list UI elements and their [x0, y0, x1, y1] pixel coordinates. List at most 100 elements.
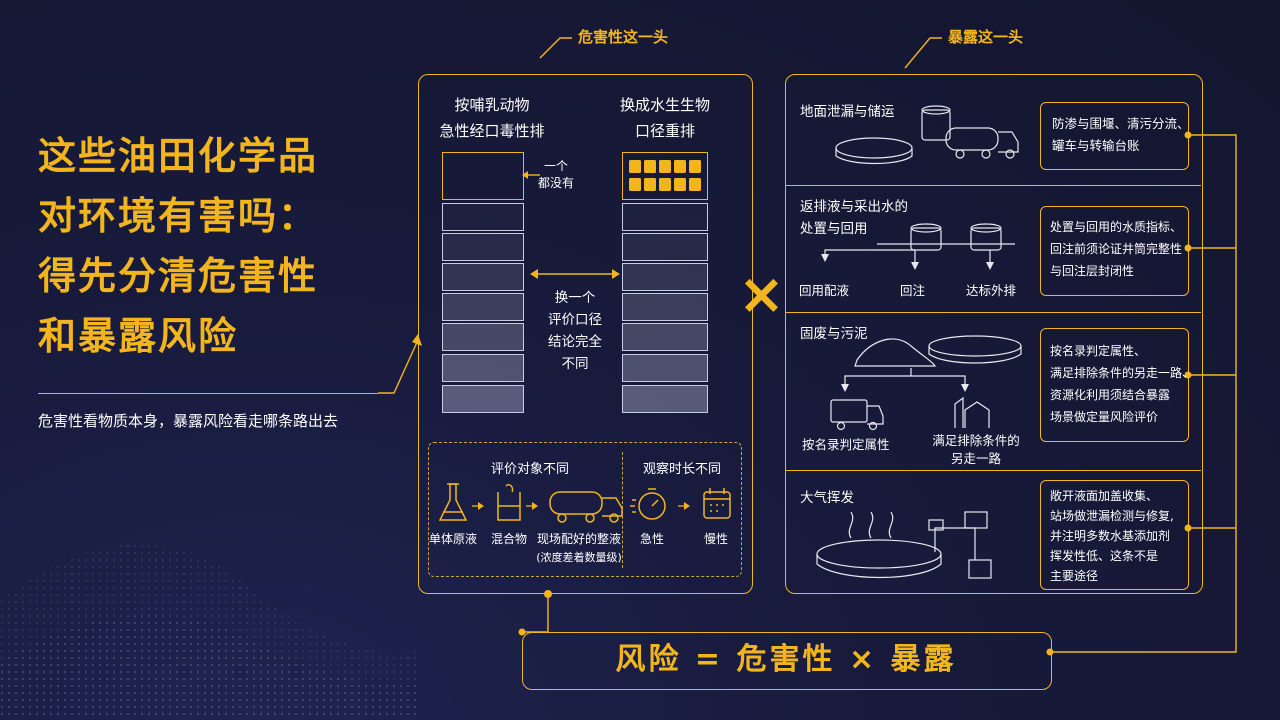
exposure-label: 暴露这一头	[948, 28, 1024, 46]
exposure-row-2-note: 处置与回用的水质指标、 回注前须论证井筒完整性 与回注层封闭性	[1050, 216, 1182, 282]
row-1-note-line-1: 防渗与围堰、清污分流、	[1052, 116, 1190, 131]
exposure-divider-1	[786, 185, 1201, 187]
switch-note-line-4: 不同	[561, 356, 589, 372]
dotted-wave-decoration	[0, 543, 420, 720]
beaker-icon	[497, 483, 521, 521]
duration-item-acute: 急性	[639, 532, 664, 546]
double-arrow-icon	[530, 269, 620, 279]
stopwatch-icon	[630, 488, 666, 520]
aquatic-header-line-1: 换成水生生物	[619, 96, 710, 114]
none-note-line-2: 都没有	[537, 176, 574, 190]
object-item-2: 混合物	[490, 532, 527, 546]
exposure-divider-3	[786, 470, 1201, 472]
ranking-bar	[442, 354, 524, 382]
ranking-bar	[622, 385, 708, 413]
ranking-bar	[622, 233, 708, 261]
water-treatment-flow-illustration	[821, 223, 1015, 270]
object-title: 评价对象不同	[490, 462, 569, 477]
formula-hazard: 危害性	[736, 642, 836, 677]
object-icons	[438, 483, 731, 523]
formula-exposure: 暴露	[890, 642, 957, 677]
ranking-bar	[442, 385, 524, 413]
exposure-row-2-notebox	[1040, 206, 1189, 296]
duration-item-chronic: 慢性	[703, 532, 728, 546]
exposure-row-4-title: 大气挥发	[800, 490, 854, 506]
exposure-divider-2	[786, 312, 1201, 314]
ranking-bar	[442, 293, 524, 321]
hazard-label: 危害性这一头	[578, 28, 669, 46]
row-3-path-catalog: 按名录判定属性	[802, 437, 890, 452]
row-3-note-line-4: 场景做定量风险评价	[1050, 410, 1159, 424]
storage-tank-truck-illustration	[835, 105, 1019, 165]
mammal-bar-top	[442, 152, 524, 200]
row-4-note-line-5: 主要途径	[1050, 569, 1099, 583]
row-3-note-line-1: 按名录判定属性、	[1050, 344, 1147, 358]
atmospheric-volatilization-illustration	[816, 511, 992, 579]
mammal-header-line-2: 急性经口毒性排	[439, 122, 545, 140]
exposure-row-4-notebox	[1040, 480, 1189, 590]
exposure-row-4-note: 敞开液面加盖收集、 站场做泄漏检测与修复, 并注明多数水基添加剂 挥发性低、这条…	[1050, 486, 1174, 586]
row-3-note-line-2: 满足排除条件的另走一路、	[1050, 366, 1195, 380]
formula-times: ×	[848, 642, 878, 677]
ranking-bar	[442, 233, 524, 261]
solid-waste-illustration	[830, 335, 1022, 431]
row-2-note-line-1: 处置与回用的水质指标、	[1050, 220, 1183, 234]
switch-note-line-1: 换一个	[554, 290, 596, 306]
ranking-bar	[622, 293, 708, 321]
tanker-truck-icon	[549, 491, 623, 523]
duration-title: 观察时长不同	[642, 462, 721, 477]
ranking-bar	[442, 203, 524, 231]
calendar-icon	[703, 488, 731, 519]
risk-formula: 风险 = 危害性 × 暴露	[522, 632, 1050, 688]
row-4-note-line-2: 站场做泄漏检测与修复,	[1050, 509, 1174, 523]
row-3-path-exclusion-line-1: 满足排除条件的	[932, 433, 1020, 448]
exposure-row-1-notebox	[1040, 102, 1189, 170]
row-4-note-line-4: 挥发性低、这条不是	[1050, 549, 1159, 563]
title-line-3: 得先分清危害性	[38, 254, 319, 298]
ranking-bar	[442, 323, 524, 351]
row-2-path-reuse: 回用配液	[799, 283, 850, 298]
row-1-note-line-2: 罐车与转输台账	[1052, 138, 1140, 153]
aquatic-bar-top	[622, 152, 708, 200]
switch-note-line-2: 评价口径	[548, 312, 602, 328]
exposure-row-2-title: 返排液与采出水的 处置与回用	[800, 196, 908, 240]
none-note: 一个 都没有	[536, 158, 576, 192]
exposure-row-1-note: 防渗与围堰、清污分流、 罐车与转输台账	[1052, 113, 1190, 157]
object-note: (浓度差着数量级)	[536, 551, 622, 564]
none-note-line-1: 一个	[543, 159, 568, 173]
exposure-row-3-notebox	[1040, 328, 1189, 442]
object-item-3: 现场配好的整液	[536, 532, 621, 546]
ranking-bar	[442, 263, 524, 291]
row-2-note-line-3: 与回注层封闭性	[1050, 264, 1135, 278]
exposure-row-1-title: 地面泄漏与储运	[800, 104, 895, 120]
comparison-dashed-box	[428, 442, 742, 577]
ranking-bar	[622, 354, 708, 382]
aquatic-header-line-2: 口径重排	[634, 122, 695, 140]
ranking-bar	[622, 323, 708, 351]
title-line-2: 对环境有害吗：	[38, 194, 319, 238]
switch-note-line-3: 结论完全	[548, 334, 602, 350]
title-line-4: 和暴露风险	[38, 314, 239, 358]
row-3-path-exclusion-line-2: 另走一路	[950, 451, 1001, 466]
exposure-panel	[785, 74, 1203, 594]
multiply-sign: ×	[738, 262, 785, 327]
row-3-path-exclusion: 满足排除条件的 另走一路	[928, 432, 1024, 468]
subtitle: 危害性看物质本身，暴露风险看走哪条路出去	[38, 412, 339, 430]
title-underline	[38, 393, 378, 394]
formula-risk: 风险	[615, 642, 682, 677]
none-note-arrow	[522, 171, 540, 179]
mammal-header-line-1: 按哺乳动物	[454, 96, 530, 114]
row-2-note-line-2: 回注前须论证井筒完整性	[1050, 242, 1183, 256]
row-2-title-line-1: 返排液与采出水的	[800, 199, 908, 215]
ranking-bar	[622, 263, 708, 291]
row-4-note-line-3: 并注明多数水基添加剂	[1050, 529, 1171, 543]
row-2-title-line-2: 处置与回用	[800, 221, 868, 237]
object-item-1: 单体原液	[428, 532, 477, 546]
title-line-1: 这些油田化学品	[38, 134, 319, 178]
aquatic-header: 换成水生生物 口径重排	[605, 92, 725, 144]
formula-equals: =	[694, 642, 724, 677]
switch-note: 换一个 评价口径 结论完全 不同	[531, 287, 619, 375]
row-3-note-line-3: 资源化利用须结合暴露	[1050, 388, 1171, 402]
row-2-path-reinject: 回注	[900, 283, 926, 298]
